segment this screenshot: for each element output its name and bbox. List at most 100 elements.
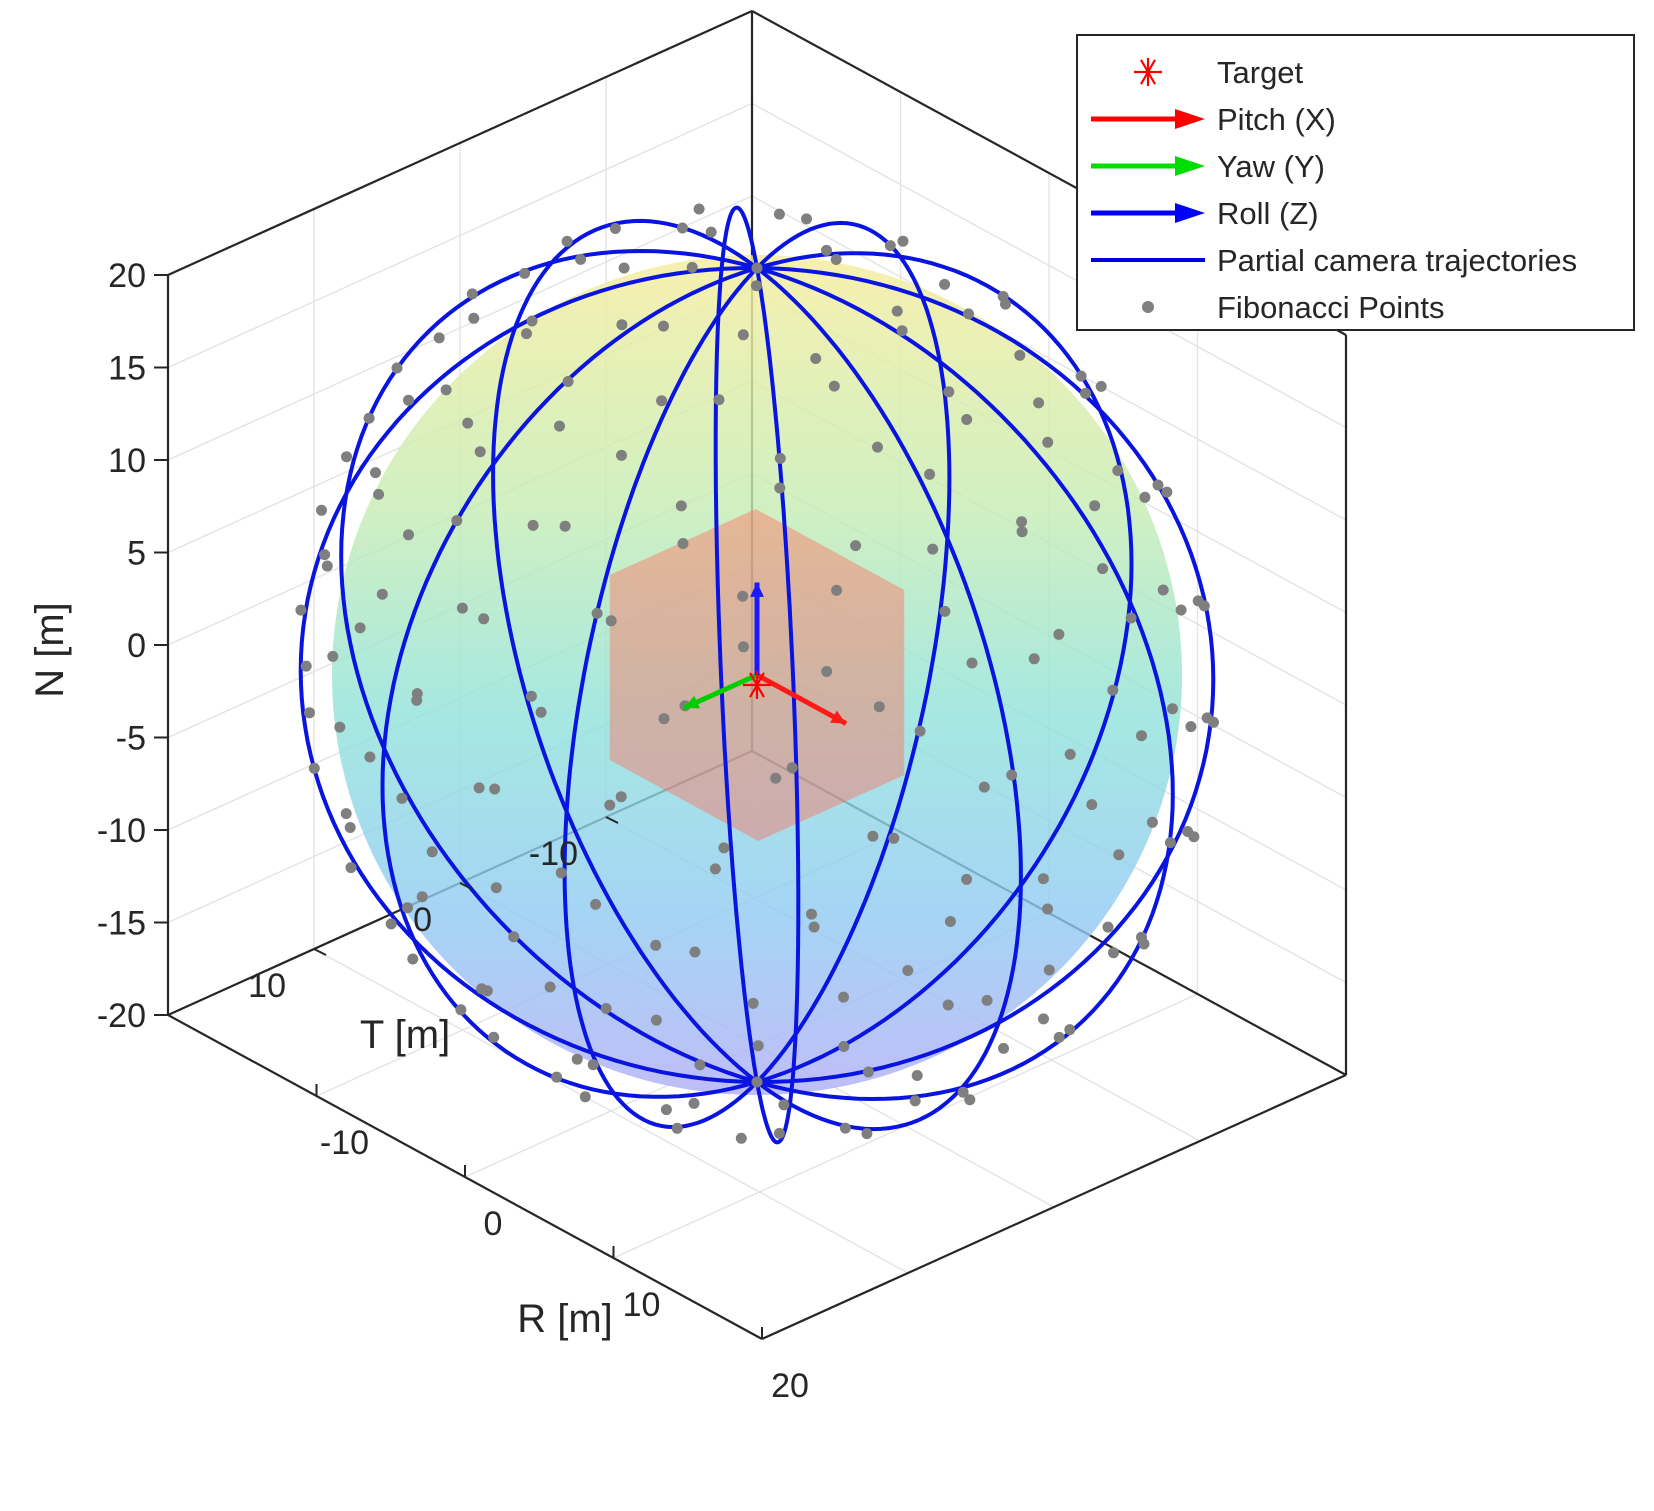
fibonacci-point (660, 1104, 672, 1116)
legend-label: Yaw (Y) (1217, 149, 1325, 184)
fibonacci-point (341, 451, 352, 463)
fibonacci-point (801, 213, 812, 225)
fibonacci-point (327, 650, 339, 662)
fibonacci-point (821, 666, 833, 677)
fibonacci-point (1064, 1024, 1076, 1036)
legend-label: Pitch (X) (1217, 102, 1336, 137)
fibonacci-point (1064, 748, 1076, 760)
fibonacci-point (519, 267, 531, 279)
fibonacci-point (839, 1122, 851, 1134)
fibonacci-point (1043, 964, 1055, 976)
fibonacci-point (559, 520, 571, 532)
fibonacci-point (770, 772, 782, 784)
fibonacci-point (609, 223, 621, 234)
fibonacci-point (616, 449, 627, 461)
fibonacci-point (1161, 486, 1173, 498)
fibonacci-point (1038, 1013, 1049, 1025)
fibonacci-point (508, 931, 520, 943)
fibonacci-point (939, 278, 951, 290)
fibonacci-point (961, 414, 973, 425)
pitch-arrow (755, 672, 848, 726)
x-tick-label: -10 (320, 1124, 369, 1162)
fibonacci-point (718, 842, 730, 854)
fibonacci-point (474, 446, 486, 458)
z-tick-label: -20 (97, 997, 146, 1035)
fibonacci-point (884, 240, 896, 252)
fibonacci-point (426, 846, 438, 858)
legend-arrow-head (1175, 109, 1205, 129)
fibonacci-point (1097, 563, 1109, 575)
fibonacci-point (808, 921, 820, 933)
fibonacci-point (468, 312, 480, 324)
x-axis-label: R [m] (517, 1297, 613, 1341)
fibonacci-point (489, 783, 501, 795)
z-tick-label: 20 (108, 257, 146, 295)
fibonacci-point (966, 657, 978, 669)
fibonacci-point (579, 1091, 591, 1103)
fibonacci-point (1042, 903, 1054, 915)
fibonacci-point (774, 452, 786, 464)
fibonacci-point (838, 991, 849, 1003)
fibonacci-point (963, 308, 974, 320)
fibonacci-point (616, 319, 628, 331)
legend-item: Fibonacci Points (1142, 290, 1444, 325)
fibonacci-point (385, 918, 397, 930)
fibonacci-point (354, 622, 366, 634)
fibonacci-point (1042, 436, 1054, 448)
fibonacci-point (1102, 921, 1114, 933)
fibonacci-point (709, 863, 721, 875)
fibonacci-point (902, 965, 914, 976)
fibonacci-point (1188, 831, 1200, 843)
fibonacci-point (862, 1066, 874, 1078)
fibonacci-point (403, 394, 414, 406)
fibonacci-point (964, 1094, 976, 1106)
tick-mark (459, 882, 473, 890)
fibonacci-point (671, 1122, 683, 1134)
fibonacci-point (738, 641, 749, 653)
fibonacci-point (821, 244, 832, 256)
z-tick-label: 5 (127, 535, 146, 573)
legend-arrow-head (1175, 156, 1205, 176)
fibonacci-point (751, 262, 763, 274)
fibonacci-point (1016, 526, 1028, 538)
fibonacci-point (1086, 799, 1098, 811)
fibonacci-point (676, 222, 688, 234)
fibonacci-point (544, 981, 556, 993)
fibonacci-point (737, 590, 749, 602)
fibonacci-point (1014, 349, 1026, 361)
fibonacci-point (340, 808, 352, 820)
fibonacci-point (456, 602, 468, 614)
legend-item: Partial camera trajectories (1091, 243, 1577, 278)
axis-labels: R [m] T [m] N [m] (28, 602, 613, 1341)
fibonacci-point (774, 482, 786, 494)
fibonacci-point (1016, 516, 1028, 528)
fibonacci-point (943, 386, 955, 398)
fibonacci-point (488, 1031, 500, 1043)
fibonacci-point (735, 1132, 747, 1144)
fibonacci-point (575, 253, 587, 265)
fibonacci-point (473, 782, 485, 794)
fibonacci-point (747, 997, 759, 1009)
fibonacci-point (308, 762, 320, 774)
y-axis-label: T [m] (360, 1013, 450, 1057)
fibonacci-point (909, 1095, 921, 1107)
tick-mark (605, 816, 619, 824)
fibonacci-point (686, 261, 698, 273)
fibonacci-point (713, 394, 725, 406)
fibonacci-point (370, 467, 381, 479)
tick-mark (313, 948, 327, 956)
fibonacci-point (752, 1040, 764, 1052)
fibonacci-point (1113, 849, 1125, 861)
fibonacci-point (873, 701, 885, 713)
fibonacci-point (1053, 1031, 1065, 1043)
fibonacci-point (773, 208, 785, 220)
legend-item: Target (1134, 55, 1304, 90)
fibonacci-point (677, 538, 689, 549)
fibonacci-point (551, 1071, 563, 1083)
fibonacci-point (527, 519, 539, 531)
fibonacci-point (914, 725, 926, 737)
fibonacci-point (1167, 703, 1178, 715)
fibonacci-point (391, 362, 403, 374)
fibonacci-point (345, 862, 357, 874)
fibonacci-point (867, 830, 879, 842)
